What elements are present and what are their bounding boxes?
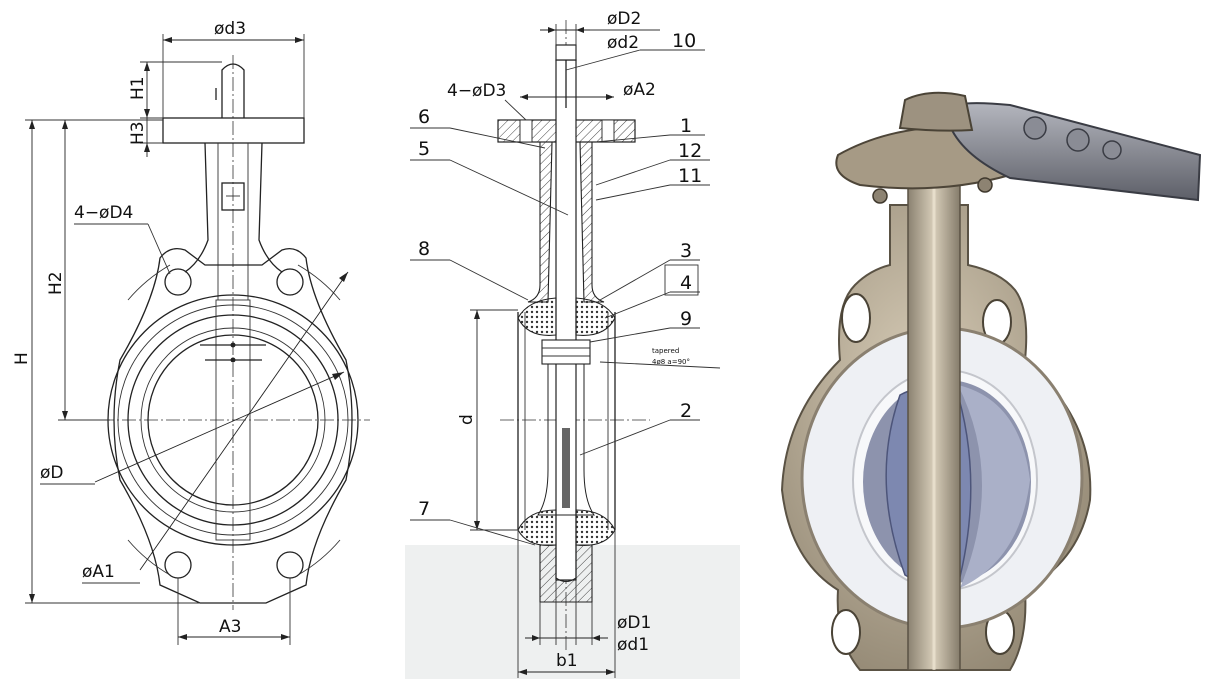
label-d: d xyxy=(457,414,477,425)
disc-edge xyxy=(215,299,251,541)
part-12: 12 xyxy=(678,140,702,162)
section-view: øD2 ød2 4−øD3 øA2 d øD1 ød1 b1 xyxy=(405,9,740,679)
lug-hole-top-right xyxy=(276,268,304,296)
part-6: 6 xyxy=(418,106,430,128)
note-pin: 4ø8 a=90° xyxy=(652,358,690,366)
label-H3: H3 xyxy=(128,121,148,145)
seat-top-left xyxy=(517,297,557,336)
indicator-box xyxy=(221,182,245,211)
part-5: 5 xyxy=(418,138,430,160)
front-view: ød3 H1 H3 H H2 4−øD4 øD xyxy=(12,19,370,645)
photo-lug-hole-bl xyxy=(831,609,861,655)
section-neck-left xyxy=(527,141,553,303)
top-flange xyxy=(162,117,305,144)
label-D4: 4−øD4 xyxy=(74,203,133,223)
label-A3: A3 xyxy=(219,617,241,637)
part-9: 9 xyxy=(680,308,692,330)
part-7: 7 xyxy=(418,498,430,520)
label-b1: b1 xyxy=(556,651,578,671)
photo-handle-hub xyxy=(898,91,974,132)
label-D1: øD1 xyxy=(617,613,651,633)
seat-bottom-left xyxy=(517,509,557,546)
seat-ring xyxy=(127,314,339,526)
note-tapered: tapered xyxy=(652,347,679,355)
part-3: 3 xyxy=(680,240,692,262)
photo-lug-hole-tl xyxy=(841,293,871,343)
part-4: 4 xyxy=(680,272,692,294)
label-D3: 4−øD3 xyxy=(447,81,506,101)
section-neck-right xyxy=(579,141,605,303)
label-d2: ød2 xyxy=(607,33,639,53)
label-d1: ød1 xyxy=(617,635,649,655)
part-2: 2 xyxy=(680,400,692,422)
label-A1: øA1 xyxy=(82,562,115,582)
seat-top-right xyxy=(575,297,616,336)
label-D: øD xyxy=(40,463,64,483)
part-8: 8 xyxy=(418,238,430,260)
bore xyxy=(147,334,319,506)
valve-body-outline xyxy=(113,247,353,604)
neck xyxy=(184,142,283,273)
label-H2: H2 xyxy=(46,271,66,295)
label-H: H xyxy=(12,352,32,365)
part-1: 1 xyxy=(680,115,692,137)
label-d3: ød3 xyxy=(214,19,246,39)
part-11: 11 xyxy=(678,165,702,187)
stem-top xyxy=(221,63,245,118)
bottom-boss xyxy=(539,544,593,603)
label-D2: øD2 xyxy=(607,9,641,29)
lug-hole-top-left xyxy=(164,268,192,296)
bushing xyxy=(541,339,591,365)
seat-bottom-right xyxy=(575,509,616,546)
label-A2: øA2 xyxy=(623,80,656,100)
valve-photo xyxy=(780,91,1202,671)
label-H1: H1 xyxy=(128,76,148,100)
part-10: 10 xyxy=(672,30,696,52)
